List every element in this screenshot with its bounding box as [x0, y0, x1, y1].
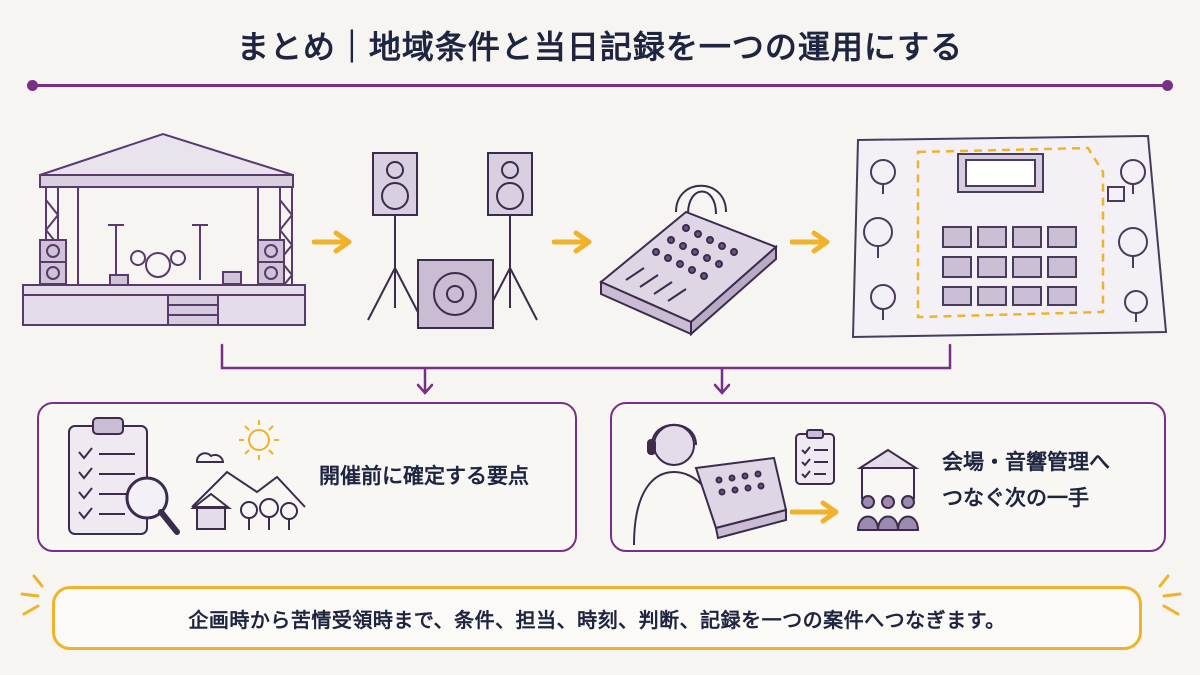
weather-landscape-icon — [190, 420, 306, 530]
next-step-line-2: つなぐ次の一手 — [942, 486, 1089, 510]
tent-crowd-icon — [856, 448, 920, 531]
next-step-card: 会場・音響管理へ つなぐ次の一手 — [610, 402, 1166, 552]
spark-left-icon — [20, 574, 44, 616]
title-divider — [27, 80, 1173, 91]
clipboard-checklist-icon — [68, 417, 180, 535]
summary-banner: 企画時から苦情受領時まで、条件、担当、時刻、判断、記録を一つの案件へつなぎます。 — [52, 586, 1142, 650]
venue-layout-map-icon — [851, 134, 1168, 339]
divider-dot-left — [27, 80, 38, 91]
flow-arrow-1 — [312, 230, 352, 254]
speaker-set-icon — [367, 152, 538, 329]
next-step-line-1: 会場・音響管理へ — [942, 450, 1110, 474]
page-title: まとめ｜地域条件と当日記録を一つの運用にする — [236, 28, 964, 66]
next-step-card-text: 会場・音響管理へ つなぐ次の一手 — [942, 444, 1110, 516]
magnifier-icon — [125, 476, 180, 535]
outdoor-stage-icon — [22, 132, 306, 326]
flow-arrow-3 — [790, 230, 830, 254]
checklist-icon — [795, 429, 835, 485]
pre-event-card-text: 開催前に確定する要点 — [319, 464, 529, 488]
pre-event-card: 開催前に確定する要点 — [37, 402, 577, 552]
divider-dot-right — [1162, 80, 1173, 91]
flow-arrow-2 — [552, 230, 592, 254]
sound-engineer-icon — [633, 423, 788, 546]
audio-mixer-icon — [599, 184, 778, 337]
card-arrow — [790, 500, 839, 524]
spark-right-icon — [1158, 574, 1182, 616]
summary-banner-text: 企画時から苦情受領時まで、条件、担当、時刻、判断、記録を一つの案件へつなぎます。 — [188, 607, 1006, 632]
flow-connector — [220, 343, 952, 395]
